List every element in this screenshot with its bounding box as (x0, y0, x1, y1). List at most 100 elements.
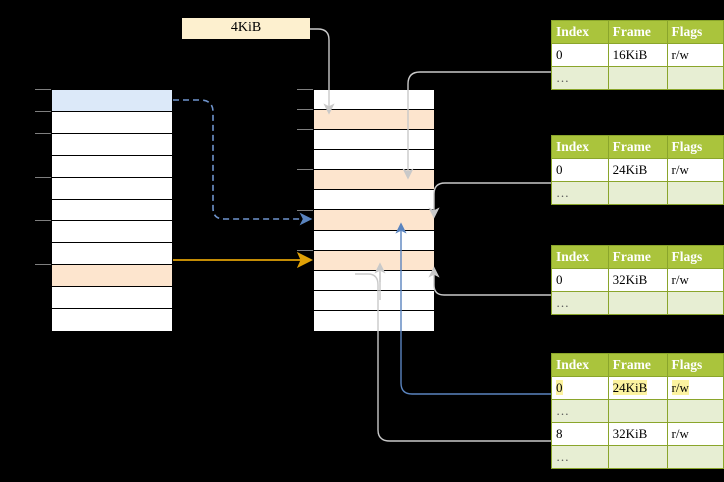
memory-row[interactable] (314, 150, 434, 171)
memory-row[interactable] (314, 110, 434, 131)
memory-row[interactable] (52, 221, 172, 244)
table-cell (607, 181, 668, 205)
table-cell: r/w (666, 376, 724, 400)
virtual-page-tick (35, 89, 51, 90)
memory-row[interactable] (52, 199, 172, 222)
physical-frame-tick (297, 109, 313, 111)
memory-row[interactable] (314, 270, 434, 291)
table-cell: r/w (666, 268, 724, 292)
memory-row[interactable] (52, 287, 172, 310)
memory-row[interactable] (314, 190, 434, 211)
memory-row[interactable] (314, 90, 434, 111)
table-cell (607, 399, 668, 423)
table-cell: r/w (666, 422, 724, 446)
table-cell: … (551, 399, 609, 423)
memory-row[interactable] (314, 310, 434, 331)
table-row[interactable]: … (551, 445, 724, 469)
column-header-frame: Frame (607, 135, 668, 159)
memory-row[interactable] (52, 111, 172, 134)
wire-virtual-to-physical-dashed (173, 99, 313, 226)
memory-row[interactable] (52, 243, 172, 266)
table-cell (607, 445, 668, 469)
column-header-frame: Frame (607, 245, 668, 269)
memory-row[interactable] (314, 230, 434, 251)
virtual-page-tick (35, 176, 51, 178)
table-cell: 24KiB (607, 376, 668, 400)
virtual-page-tick (35, 264, 51, 266)
table-cell: 32KiB (607, 268, 668, 292)
physical-frame-tick (297, 249, 313, 251)
table-cell: … (551, 291, 609, 315)
column-header-index: Index (551, 135, 609, 159)
wire-table2-to-frame (428, 182, 551, 219)
memory-row[interactable] (52, 177, 172, 200)
memory-row[interactable] (52, 133, 172, 156)
column-header-flags: Flags (666, 353, 724, 377)
table-cell: … (551, 66, 609, 90)
table-row[interactable]: … (551, 291, 724, 315)
table-cell: 0 (551, 268, 609, 292)
column-header-frame: Frame (607, 353, 668, 377)
table-row[interactable]: 0 24KiB r/w (551, 376, 724, 400)
table-cell: r/w (666, 43, 724, 67)
table-cell (666, 445, 724, 469)
column-header-flags: Flags (666, 135, 724, 159)
column-header-frame: Frame (607, 20, 668, 44)
memory-row[interactable] (314, 130, 434, 151)
table-row[interactable]: … (551, 399, 724, 423)
column-header-index: Index (551, 20, 609, 44)
column-header-flags: Flags (666, 245, 724, 269)
table-cell (607, 291, 668, 315)
table-cell: 8 (551, 422, 609, 446)
table-cell: 32KiB (607, 422, 668, 446)
table-cell: 24KiB (607, 158, 668, 182)
memory-row[interactable] (314, 250, 434, 271)
virtual-page-tick (35, 110, 51, 112)
table-cell: … (551, 445, 609, 469)
physical-frame-tick (297, 129, 313, 131)
table-cell (666, 291, 724, 315)
memory-row[interactable] (52, 265, 172, 288)
memory-row[interactable] (314, 290, 434, 311)
physical-frame-tick (297, 169, 313, 171)
table-cell (607, 66, 668, 90)
memory-row[interactable] (52, 90, 172, 112)
column-header-index: Index (551, 245, 609, 269)
frame-size-label: 4KiB (182, 18, 310, 39)
table-row[interactable]: … (551, 181, 724, 205)
virtual-address-space-column (51, 89, 173, 331)
table-cell (666, 399, 724, 423)
memory-row[interactable] (52, 155, 172, 178)
table-cell (666, 66, 724, 90)
physical-frame-tick (297, 209, 313, 211)
table-cell: 0 (551, 376, 609, 400)
column-header-flags: Flags (666, 20, 724, 44)
wire-table3-to-frame (428, 266, 551, 296)
highlighted-value: r/w (671, 380, 689, 395)
virtual-page-tick (35, 220, 51, 222)
physical-frame-tick (297, 89, 313, 90)
memory-row[interactable] (52, 309, 172, 331)
table-cell: 0 (551, 43, 609, 67)
highlighted-value: 24KiB (612, 380, 648, 395)
table-cell (666, 181, 724, 205)
highlighted-value: 0 (556, 380, 563, 395)
table-cell: 16KiB (607, 43, 668, 67)
table-cell: r/w (666, 158, 724, 182)
table-row[interactable]: … (551, 66, 724, 90)
table-cell: 0 (551, 158, 609, 182)
memory-row[interactable] (314, 210, 434, 231)
physical-memory-column (313, 89, 435, 331)
memory-row[interactable] (314, 170, 434, 191)
